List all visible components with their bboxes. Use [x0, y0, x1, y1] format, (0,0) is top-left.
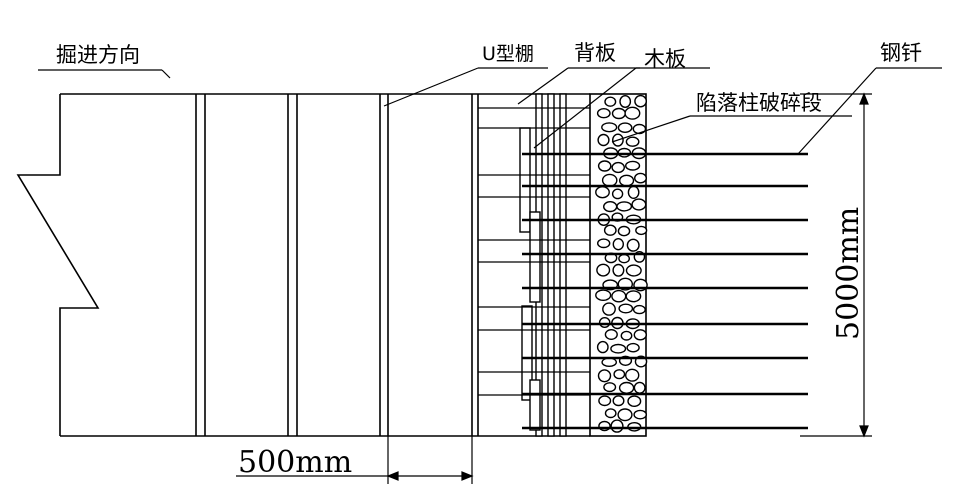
rubble-stone: [603, 201, 618, 213]
rubble-stone: [595, 185, 610, 199]
rubble-stone: [612, 237, 624, 251]
u-shed-label: U型棚: [482, 43, 534, 65]
rubble-stone: [633, 329, 647, 341]
rubble-stone: [613, 369, 626, 380]
rubble-stone: [611, 188, 624, 200]
rubble-stone: [617, 122, 633, 133]
rubble-stone: [616, 201, 633, 212]
rubble-stone: [604, 96, 617, 107]
rubble-stone: [617, 408, 633, 422]
rubble-stone: [618, 174, 635, 187]
rubble-stone: [627, 185, 640, 200]
rubble-stone: [596, 263, 611, 277]
direction-label: 掘进方向: [56, 43, 140, 67]
rubble-stone: [618, 253, 630, 264]
rubble-stone: [611, 161, 626, 174]
rubble-stone: [620, 330, 633, 341]
rubble-stone: [598, 317, 611, 329]
rubble-stone: [617, 225, 631, 237]
rubble-stone: [612, 263, 625, 277]
dimension-500mm-label: 500mm: [238, 445, 352, 480]
rubble-stone: [626, 238, 640, 252]
rubble-stone: [597, 238, 611, 249]
rubble-stone: [618, 303, 634, 314]
rubble-stone: [619, 94, 632, 108]
rubble-stone: [612, 395, 625, 407]
collapse-column-label: 陷落柱破碎段: [696, 91, 822, 115]
rubble-stone: [595, 289, 612, 302]
rubble-stone: [597, 133, 610, 147]
rubble-stone: [631, 198, 647, 211]
rubble-stone: [610, 419, 624, 433]
rubble-stone: [597, 369, 612, 383]
rubble-stone: [633, 381, 646, 394]
rubble-stone: [601, 173, 618, 187]
rubble-stone: [617, 147, 632, 158]
steel-rod-label: 钢钎: [880, 41, 922, 65]
rubble-stone: [603, 382, 617, 393]
dimension-500mm: [236, 436, 474, 484]
leader-lines: [38, 67, 942, 155]
rubble-stone: [634, 94, 647, 108]
rubble-stone: [596, 107, 611, 119]
rubble-stone: [632, 123, 647, 135]
rubble-stone: [626, 342, 640, 353]
rubble-stone: [624, 106, 641, 120]
rubble-stone: [633, 409, 648, 420]
dimension-5000mm-label: 5000mm: [831, 207, 866, 340]
dimension-5000mm: [800, 92, 872, 438]
rubble-stone: [627, 395, 642, 408]
rubble-stone: [601, 122, 618, 133]
rubble-stone: [601, 357, 618, 368]
rubble-stone: [632, 304, 646, 315]
rubble-stone: [596, 340, 609, 354]
u-shed-frames: [195, 94, 389, 436]
rubble-stone: [603, 224, 617, 236]
rubble-stone: [635, 225, 648, 236]
tunnel-outline: [16, 93, 472, 437]
rubble-stone: [618, 381, 635, 395]
rubble-stone: [604, 408, 617, 419]
steel-rods: [522, 152, 808, 430]
rubble-stone: [610, 343, 627, 354]
rubble-stone: [625, 290, 642, 303]
rubble-stone: [602, 302, 616, 316]
rubble-stone: [598, 395, 612, 407]
collapse-column-broken-section: [589, 93, 648, 437]
wood-board-label: 木板: [644, 47, 686, 71]
rubble-stone: [625, 136, 640, 147]
rubble-stone: [611, 107, 627, 120]
back-board-label: 背板: [574, 41, 616, 65]
support-rails: [478, 107, 590, 396]
rubble-stone: [624, 160, 641, 171]
rubble-stone: [611, 289, 627, 303]
rubble-stone: [597, 160, 612, 172]
rubble-stone: [604, 329, 618, 341]
rubble-stone: [625, 368, 640, 382]
rubble-stone: [634, 172, 648, 184]
rubble-stone: [625, 264, 642, 277]
